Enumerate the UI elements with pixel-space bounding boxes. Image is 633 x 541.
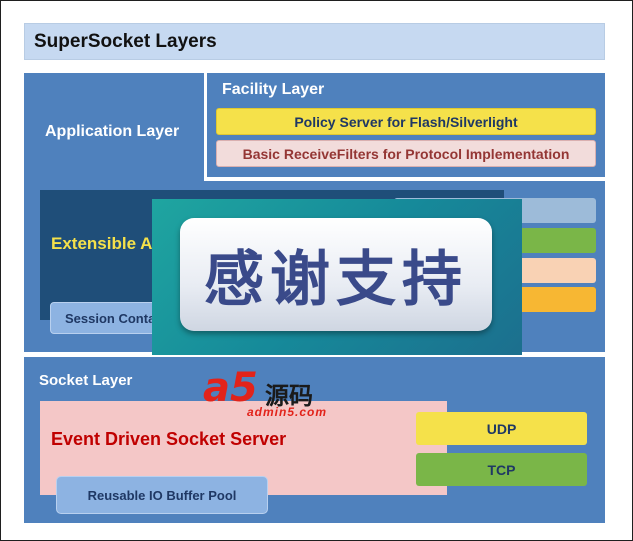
a5-watermark-logo: a5 源码 admin5.com xyxy=(203,368,353,428)
application-layer-label: Application Layer xyxy=(45,123,180,140)
udp-box: UDP xyxy=(416,412,587,445)
policy-server-bar: Policy Server for Flash/Silverlight xyxy=(216,108,596,135)
watermark-cn: 源码 xyxy=(265,382,313,410)
watermark-url: admin5.com xyxy=(247,405,328,419)
socket-layer-label: Socket Layer xyxy=(39,372,133,389)
tcp-box: TCP xyxy=(416,453,587,486)
title-bar xyxy=(24,23,605,60)
extensible-label: Extensible A xyxy=(51,234,153,253)
receive-filters-bar: Basic ReceiveFilters for Protocol Implem… xyxy=(216,140,596,167)
thanks-text: 感谢支持 xyxy=(204,245,468,315)
io-buffer-pool-box: Reusable IO Buffer Pool xyxy=(56,476,268,514)
event-server-label: Event Driven Socket Server xyxy=(51,429,287,449)
thanks-plate xyxy=(180,218,492,331)
facility-layer-label: Facility Layer xyxy=(222,81,325,98)
application-layer-block xyxy=(24,73,204,183)
watermark-a5: a5 xyxy=(203,365,258,411)
diagram-title: SuperSocket Layers xyxy=(34,31,217,52)
session-container-box: Session Conta xyxy=(50,302,170,334)
